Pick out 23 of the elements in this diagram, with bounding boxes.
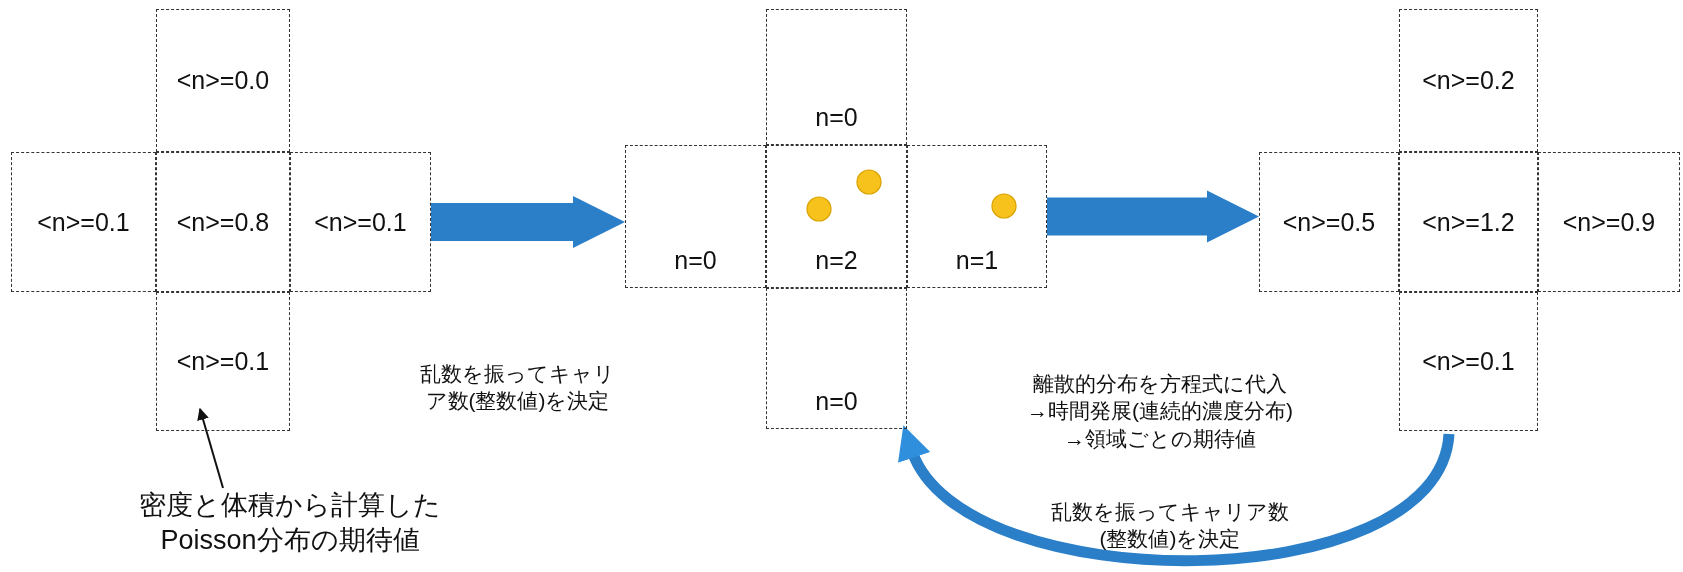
block-arrow <box>431 196 625 248</box>
grid-cell: <n>=0.8 <box>156 152 290 292</box>
grid-cell: <n>=0.0 <box>156 9 290 152</box>
grid-cell: n=0 <box>766 288 907 429</box>
grid-cell: <n>=0.1 <box>1399 292 1538 431</box>
block-arrow <box>1047 190 1259 243</box>
grid-cell: <n>=0.9 <box>1538 152 1680 292</box>
grid-cell: <n>=0.5 <box>1259 152 1399 292</box>
grid-cell: n=0 <box>766 9 907 145</box>
grid-cell: <n>=0.1 <box>156 292 290 431</box>
note-text: 離散的分布を方程式に代入→時間発展(連続的濃度分布)→領域ごとの期待値 <box>1026 371 1294 452</box>
grid-cell: <n>=1.2 <box>1399 152 1538 292</box>
note-text: 乱数を振ってキャリア数(整数値)を決定 <box>420 361 615 415</box>
caption-text: 密度と体積から計算したPoisson分布の期待値 <box>135 488 445 568</box>
grid-cell: <n>=0.1 <box>11 152 156 292</box>
grid-cell: n=0 <box>625 145 766 288</box>
leader-line <box>197 407 224 489</box>
grid-cell: n=1 <box>907 145 1047 288</box>
grid-cell: <n>=0.2 <box>1399 9 1538 152</box>
edge-label: 乱数を振ってキャリア数(整数値)を決定 <box>1050 499 1290 553</box>
grid-cell: n=2 <box>766 145 907 288</box>
grid-cell: <n>=0.1 <box>290 152 431 292</box>
curved-arrow <box>897 427 1455 566</box>
